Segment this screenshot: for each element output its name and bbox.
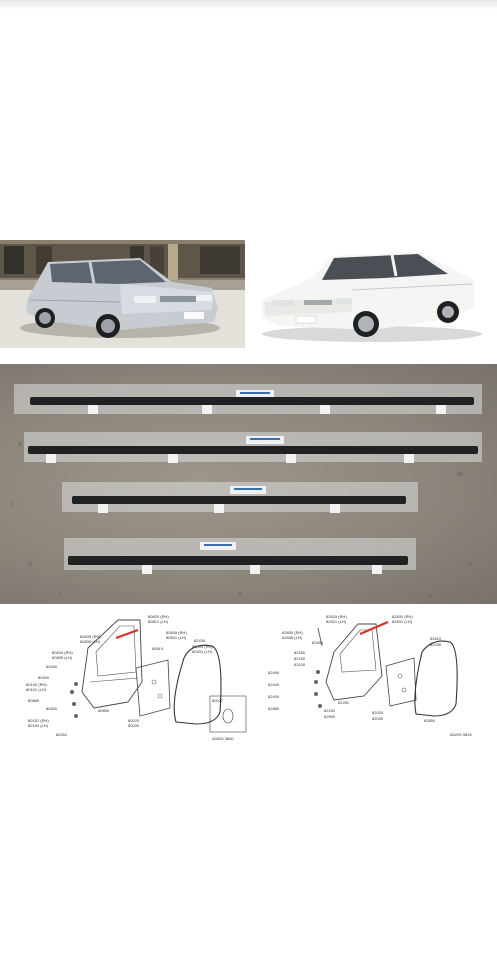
- svg-text:82400: 82400: [268, 694, 280, 699]
- top-edge-shadow: [0, 0, 497, 10]
- svg-text:80153 (LH): 80153 (LH): [28, 723, 49, 728]
- weatherstrip-2: [24, 432, 482, 463]
- svg-text:82180: 82180: [294, 650, 306, 655]
- svg-text:80027: 80027: [212, 698, 224, 703]
- silver-sedan-photo: [0, 240, 245, 348]
- svg-text:82150: 82150: [294, 656, 306, 661]
- white-sedan-photo: [252, 240, 497, 348]
- svg-text:82500: 82500: [324, 714, 336, 719]
- svg-text:A0205 3818: A0205 3818: [450, 732, 472, 737]
- svg-text:80835 (LH): 80835 (LH): [52, 655, 73, 660]
- svg-text:82850: 82850: [424, 718, 436, 723]
- svg-text:82831 (LH): 82831 (LH): [392, 619, 413, 624]
- svg-text:82436: 82436: [430, 642, 442, 647]
- svg-text:80440: 80440: [46, 664, 58, 669]
- svg-text:80834 (RH): 80834 (RH): [52, 650, 73, 655]
- rear-door-parts-diagram: 82820 (RH) 82821 (LH) 82830 (RH) 82831 (…: [264, 612, 486, 742]
- svg-text:80400: 80400: [38, 675, 50, 680]
- svg-text:82251: 82251: [338, 700, 350, 705]
- svg-text:82880: 82880: [268, 706, 280, 711]
- svg-text:82836 (LH): 82836 (LH): [282, 635, 303, 640]
- svg-text:80491 (LH): 80491 (LH): [192, 649, 213, 654]
- svg-text:82610: 82610: [430, 636, 442, 641]
- front-door-parts-diagram: 80820 (RH) 80821 (LH) 80830 (RH) 80831 (…: [16, 612, 252, 742]
- svg-text:82821 (LH): 82821 (LH): [326, 619, 347, 624]
- svg-text:82100: 82100: [294, 662, 306, 667]
- svg-text:80820 (RH): 80820 (RH): [148, 614, 169, 619]
- diagram-left-labels: 80820 (RH) 80821 (LH) 80830 (RH) 80831 (…: [26, 614, 234, 741]
- svg-text:80490 (RH): 80490 (RH): [192, 644, 213, 649]
- svg-text:80100 (RH): 80100 (RH): [26, 682, 47, 687]
- svg-text:80821 (LH): 80821 (LH): [148, 619, 169, 624]
- svg-text:80610: 80610: [152, 646, 164, 651]
- svg-text:82830 (RH): 82830 (RH): [392, 614, 413, 619]
- svg-text:80831 (LH): 80831 (LH): [166, 635, 187, 640]
- svg-text:80850: 80850: [98, 708, 110, 713]
- svg-text:82030: 82030: [372, 716, 384, 721]
- svg-text:80880: 80880: [28, 698, 40, 703]
- svg-text:80030: 80030: [128, 723, 140, 728]
- svg-text:82835 (RH): 82835 (RH): [282, 630, 303, 635]
- svg-text:82436: 82436: [194, 638, 206, 643]
- svg-text:80152 (RH): 80152 (RH): [28, 718, 49, 723]
- weatherstrip-parts-photo: [0, 364, 497, 604]
- svg-text:80835 (RH): 80835 (RH): [80, 634, 101, 639]
- svg-text:A0004 3800: A0004 3800: [212, 736, 234, 741]
- svg-text:80251: 80251: [56, 732, 68, 737]
- svg-text:82834: 82834: [312, 640, 324, 645]
- diagram-right-labels: 82820 (RH) 82821 (LH) 82830 (RH) 82831 (…: [268, 614, 472, 737]
- svg-text:82490: 82490: [268, 670, 280, 675]
- svg-text:82820 (RH): 82820 (RH): [326, 614, 347, 619]
- svg-text:80836 (LH): 80836 (LH): [80, 639, 101, 644]
- svg-text:80500: 80500: [46, 706, 58, 711]
- svg-text:80020: 80020: [128, 718, 140, 723]
- weatherstrip-3: [62, 482, 418, 513]
- svg-text:80830 (RH): 80830 (RH): [166, 630, 187, 635]
- svg-text:80101 (LH): 80101 (LH): [26, 687, 47, 692]
- svg-text:82020: 82020: [372, 710, 384, 715]
- svg-text:82440: 82440: [268, 682, 280, 687]
- svg-text:82152: 82152: [324, 708, 336, 713]
- weatherstrip-4: [64, 538, 416, 574]
- weatherstrip-1: [14, 384, 482, 414]
